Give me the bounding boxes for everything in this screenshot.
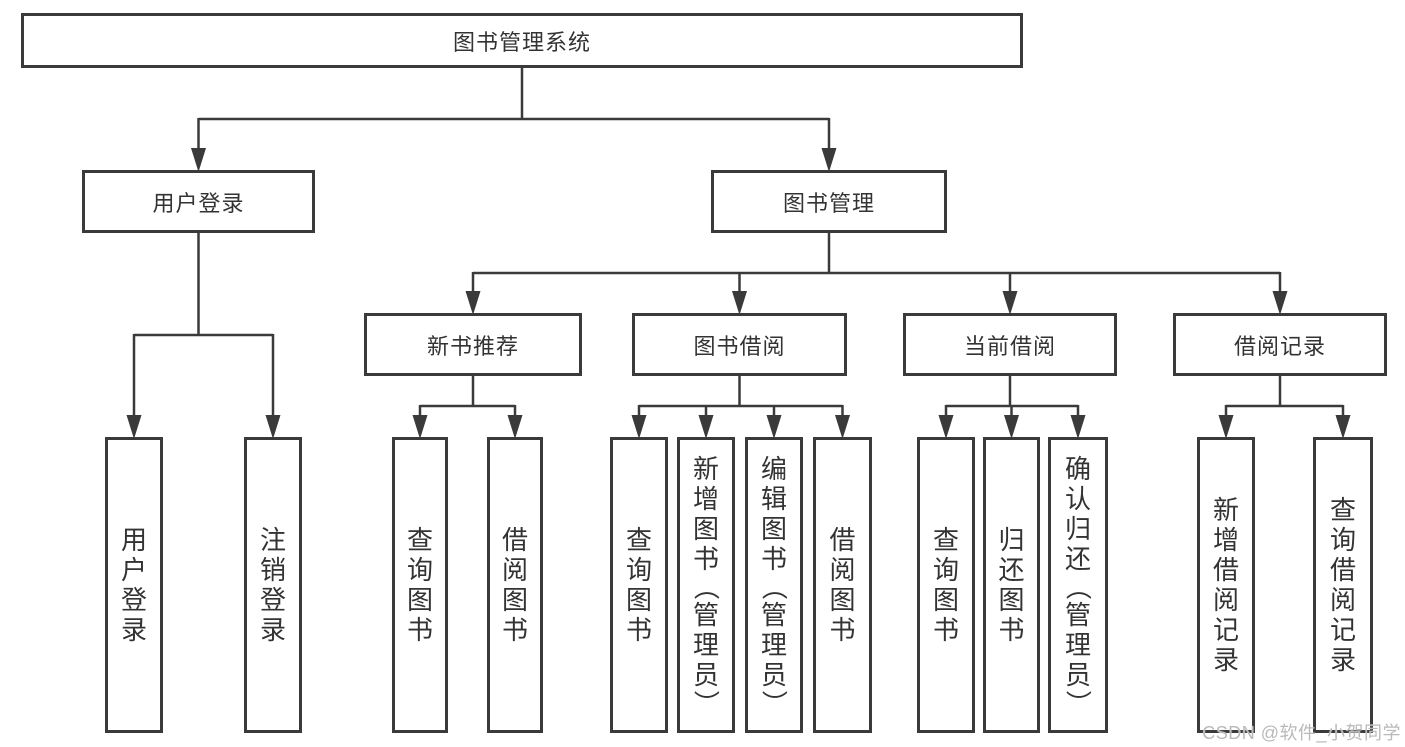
- node-label: 图书管理: [782, 190, 875, 216]
- node-label: 查询图书: [932, 525, 959, 645]
- node-query-books-current: 查询图书: [917, 437, 975, 733]
- node-return-book: 归还图书: [983, 437, 1040, 733]
- node-label: 新书推荐: [426, 333, 519, 359]
- node-confirm-return-admin: 确认归还（管理员）: [1048, 437, 1108, 733]
- node-query-books-borrowing: 查询图书: [610, 437, 668, 733]
- node-label: 当前借阅: [963, 333, 1056, 359]
- node-label: 用户登录: [152, 190, 245, 216]
- node-label: 注销登录: [259, 525, 286, 645]
- node-label: 新增借阅记录: [1212, 495, 1239, 675]
- node-label: 确认归还（管理员）: [1062, 454, 1093, 717]
- node-label: 图书管理系统: [452, 29, 591, 55]
- node-label: 图书借阅: [693, 333, 786, 359]
- node-logout: 注销登录: [244, 437, 302, 733]
- node-label: 查询图书: [406, 525, 433, 645]
- node-edit-book-admin: 编辑图书（管理员）: [745, 437, 803, 733]
- node-add-book-admin: 新增图书（管理员）: [677, 437, 735, 733]
- node-borrow-books-recommend: 借阅图书: [487, 437, 543, 733]
- node-library-management-system: 图书管理系统: [21, 13, 1023, 68]
- node-book-borrowing: 图书借阅: [632, 313, 847, 376]
- node-book-management: 图书管理: [711, 170, 947, 233]
- node-label: 借阅记录: [1233, 333, 1326, 359]
- node-current-borrowing: 当前借阅: [903, 313, 1117, 376]
- node-query-books-recommend: 查询图书: [392, 437, 448, 733]
- node-label: 查询图书: [625, 525, 652, 645]
- node-label: 新增图书（管理员）: [690, 454, 721, 717]
- node-borrow-books-borrowing: 借阅图书: [813, 437, 872, 733]
- node-new-book-recommend: 新书推荐: [364, 313, 582, 376]
- node-label: 用户登录: [120, 525, 147, 645]
- node-user-login-leaf: 用户登录: [105, 437, 163, 733]
- node-add-borrow-record: 新增借阅记录: [1197, 437, 1255, 733]
- node-label: 归还图书: [998, 525, 1025, 645]
- node-label: 编辑图书（管理员）: [758, 454, 789, 717]
- node-label: 借阅图书: [501, 525, 528, 645]
- node-user-login: 用户登录: [82, 170, 315, 233]
- node-label: 借阅图书: [829, 525, 856, 645]
- node-borrowing-records: 借阅记录: [1173, 313, 1387, 376]
- watermark: CSDN @软件_小贺同学: [1202, 723, 1401, 743]
- node-query-borrow-record: 查询借阅记录: [1313, 437, 1373, 733]
- node-label: 查询借阅记录: [1329, 495, 1356, 675]
